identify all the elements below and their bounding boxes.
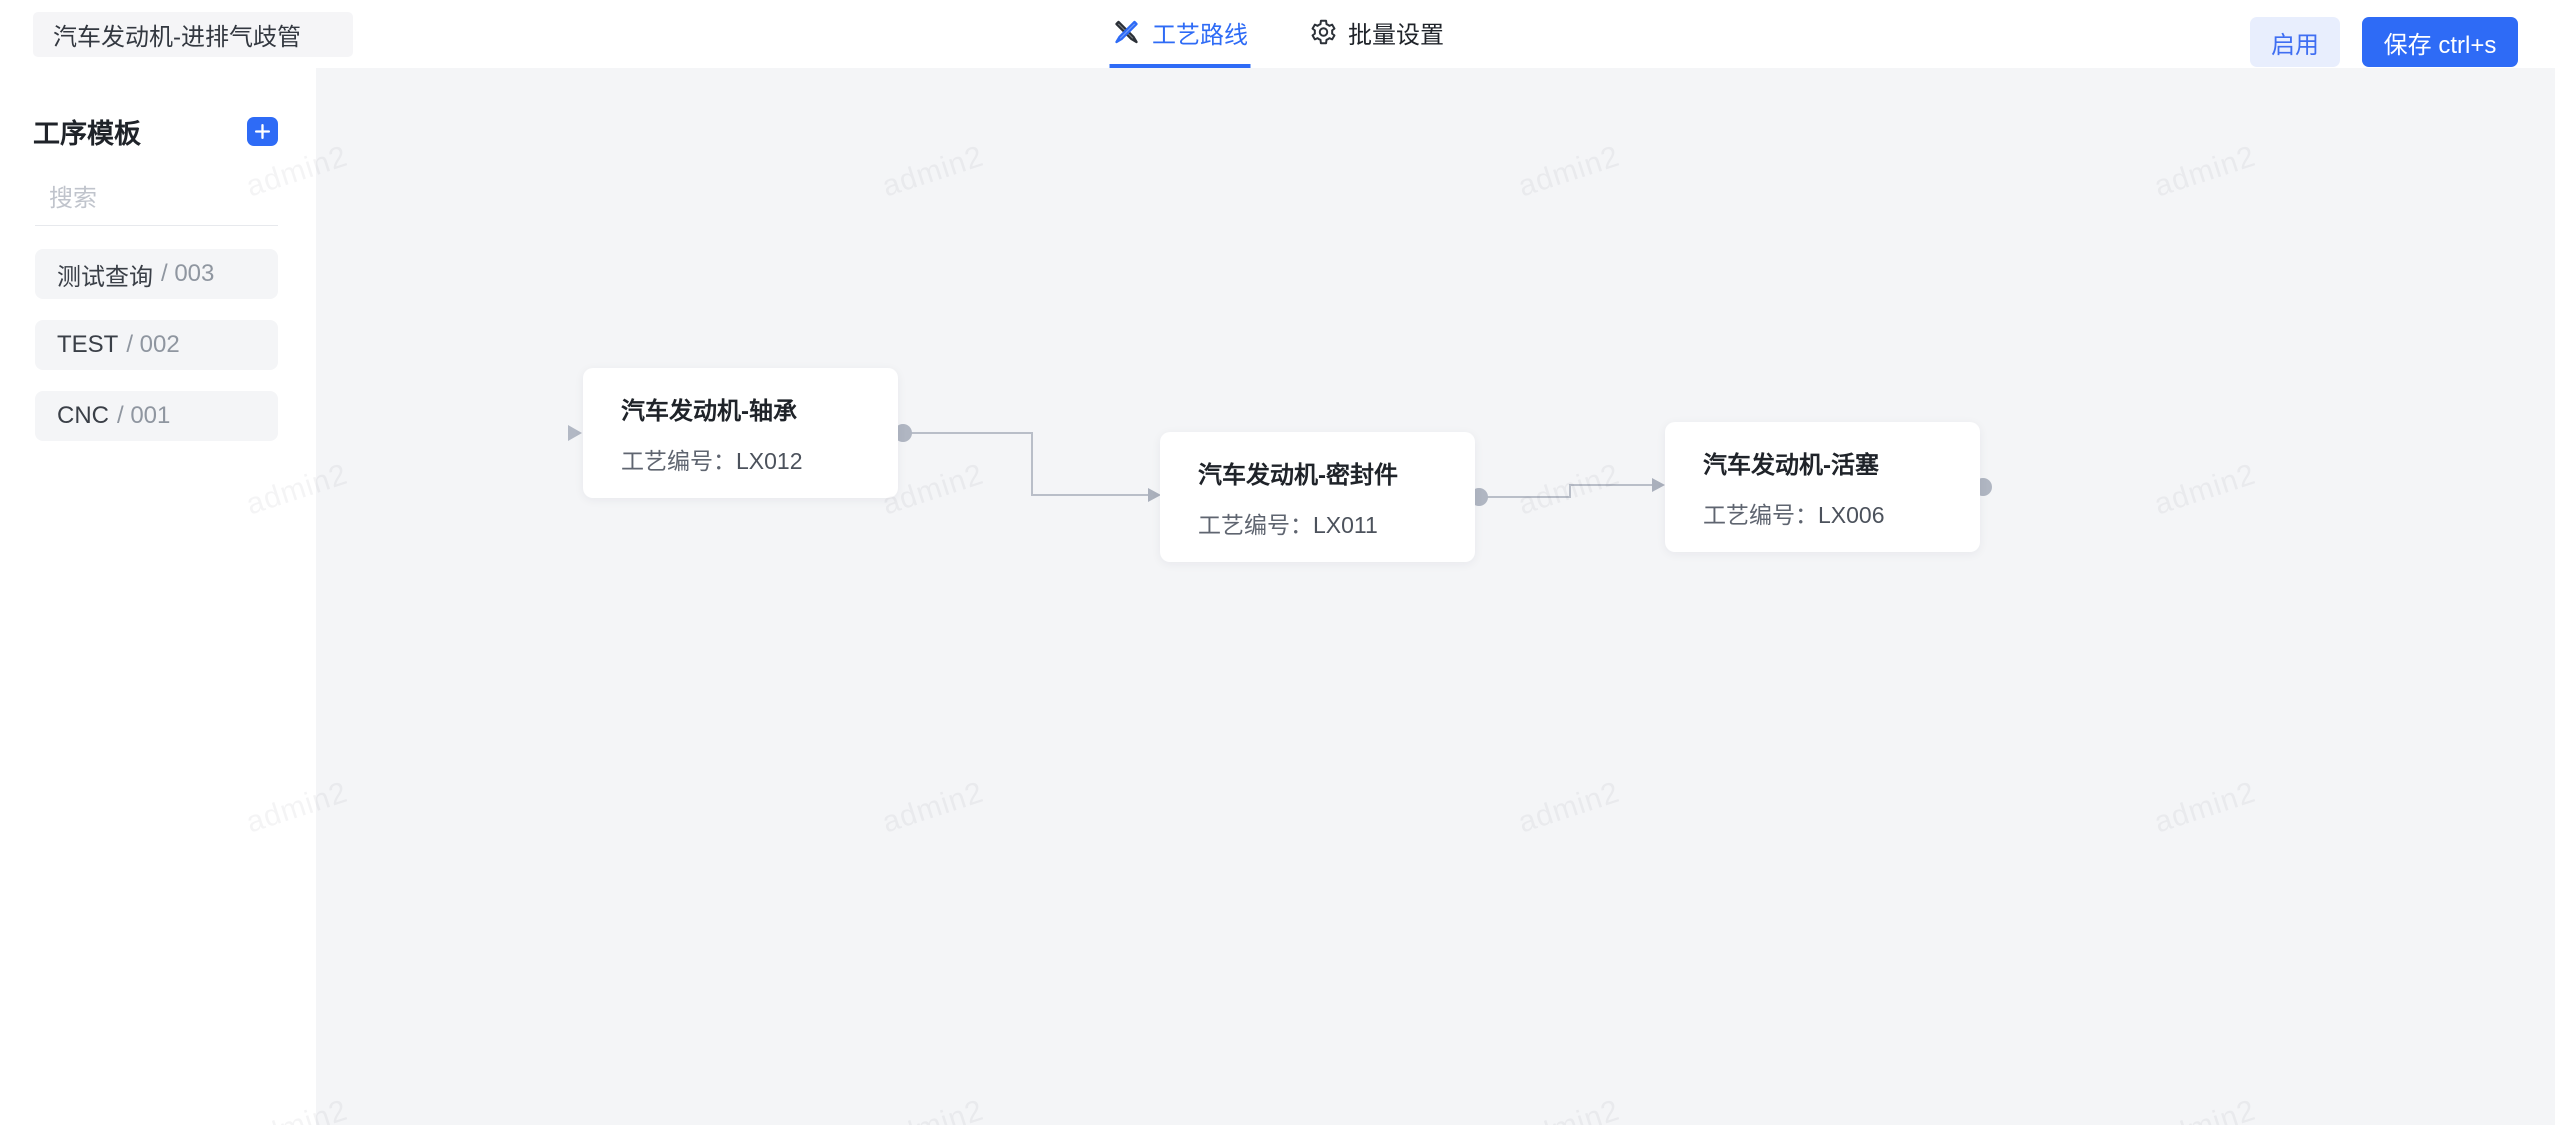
edge-arrow-icon (1652, 478, 1665, 492)
top-bar: 工艺路线 批量设置 启用 保存 ctrl+s (0, 0, 2555, 68)
template-item[interactable]: 测试查询 / 003 (35, 249, 278, 299)
edge-node1-node2 (903, 432, 1150, 496)
flow-node-bearing[interactable]: 汽车发动机-轴承 工艺编号：LX012 (583, 368, 898, 498)
flow-canvas[interactable]: 汽车发动机-轴承 工艺编号：LX012 汽车发动机-密封件 工艺编号：LX011… (316, 68, 2555, 1125)
template-item[interactable]: TEST / 002 (35, 320, 278, 370)
template-list: 测试查询 / 003 TEST / 002 CNC / 001 (35, 249, 278, 441)
gear-icon (1309, 18, 1337, 46)
enable-button[interactable]: 启用 (2250, 17, 2340, 67)
edge-node2-node3 (1479, 484, 1654, 498)
node-code: 工艺编号：LX006 (1703, 501, 1885, 528)
tab-process-route[interactable]: 工艺路线 (1109, 0, 1250, 68)
sidebar-title: 工序模板 (33, 119, 141, 149)
edge-arrow-icon (1148, 488, 1161, 502)
edge-source-handle[interactable] (894, 424, 912, 442)
flow-node-seal[interactable]: 汽车发动机-密封件 工艺编号：LX011 (1160, 432, 1475, 562)
flow-node-piston[interactable]: 汽车发动机-活塞 工艺编号：LX006 (1665, 422, 1980, 552)
template-search (35, 185, 359, 226)
plus-icon (254, 123, 271, 140)
node-code: 工艺编号：LX011 (1198, 511, 1378, 538)
tab-label: 批量设置 (1348, 21, 1444, 49)
edge-arrow-icon (568, 425, 582, 441)
header-actions: 启用 保存 ctrl+s (2250, 17, 2518, 67)
node-code: 工艺编号：LX012 (621, 447, 803, 474)
route-name-input[interactable] (33, 12, 353, 57)
node-title: 汽车发动机-密封件 (1198, 461, 1398, 489)
crossed-pencils-icon (1111, 17, 1141, 47)
header-tabs: 工艺路线 批量设置 (1109, 0, 1446, 68)
search-input[interactable] (49, 185, 359, 213)
tab-batch-settings[interactable]: 批量设置 (1307, 0, 1446, 68)
node-title: 汽车发动机-轴承 (621, 397, 797, 425)
node-title: 汽车发动机-活塞 (1703, 451, 1879, 479)
save-button[interactable]: 保存 ctrl+s (2362, 17, 2518, 67)
add-template-button[interactable] (247, 117, 278, 146)
process-template-sidebar: 工序模板 测试查询 / 003 TEST / 002 CNC / 001 (0, 68, 359, 1125)
tab-label: 工艺路线 (1152, 21, 1248, 49)
flow-edges (568, 424, 1992, 506)
template-item[interactable]: CNC / 001 (35, 391, 278, 441)
